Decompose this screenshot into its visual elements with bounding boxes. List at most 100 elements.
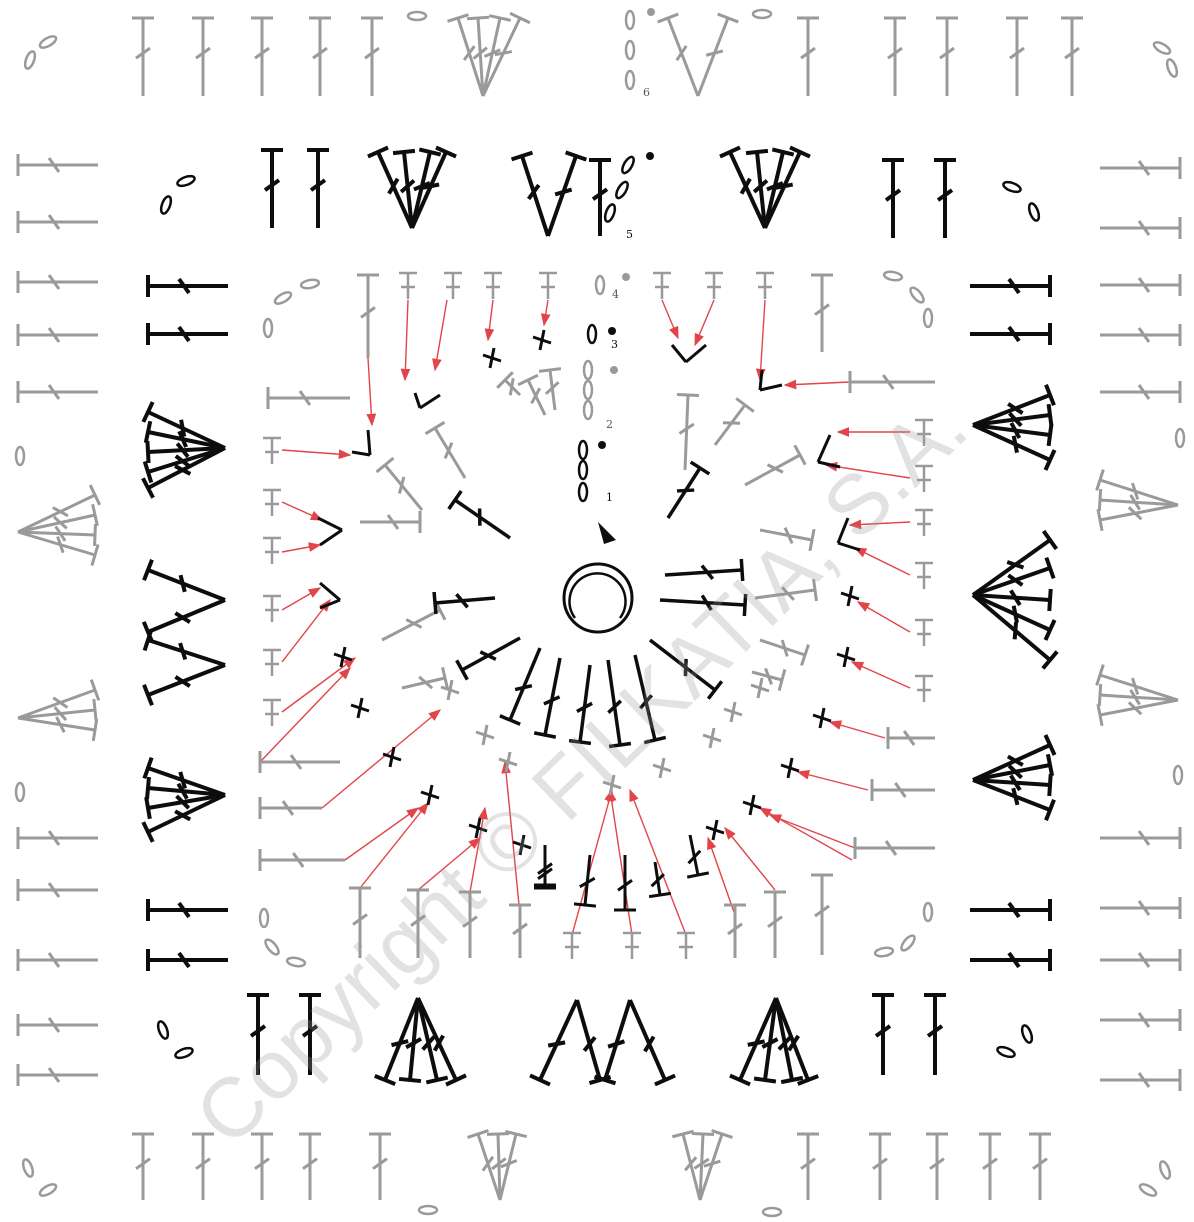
double-crochet-icon (18, 154, 98, 176)
double-crochet-icon (745, 445, 805, 485)
double-crochet-icon (1100, 324, 1180, 346)
double-crochet-icon (534, 658, 560, 737)
single-crochet-icon (841, 586, 859, 606)
stroke-line (750, 795, 754, 815)
double-crochet-icon (260, 849, 345, 871)
double-crochet-icon (497, 372, 520, 395)
join-arrow (282, 658, 355, 712)
stroke-line (577, 1000, 600, 1080)
chain-stitch-icon (16, 783, 24, 801)
double-crochet-icon (1100, 897, 1180, 919)
stroke-line (548, 156, 576, 236)
chain-stitch-icon (23, 50, 37, 70)
double-crochet-icon (361, 18, 383, 96)
v-join-icon (352, 430, 370, 455)
slip-stitch-icon (622, 273, 630, 281)
double-crochet-icon (132, 1134, 154, 1200)
stroke-line (660, 758, 664, 778)
stroke-line (795, 445, 806, 464)
join-arrow (630, 790, 686, 935)
chain-stitch-icon (584, 361, 592, 379)
stroke-line (490, 348, 494, 368)
double-crochet-icon (548, 152, 586, 236)
chain-stitch-icon (996, 1045, 1016, 1059)
stroke-line (630, 1000, 665, 1080)
double-crochet-icon (888, 727, 935, 749)
stroke-line (426, 422, 445, 433)
chain-stitch-icon (286, 956, 305, 967)
double-crochet-icon (715, 398, 754, 445)
double-crochet-icon (1100, 1009, 1180, 1031)
half-double-crochet-icon (915, 510, 933, 536)
round-label-4: 4 (612, 288, 619, 301)
double-crochet-icon (1100, 274, 1180, 296)
double-crochet-icon (18, 211, 98, 233)
half-double-crochet-icon (915, 620, 933, 646)
stroke-line (449, 491, 462, 509)
double-crochet-icon (924, 995, 946, 1075)
stroke-line (448, 680, 452, 700)
chain-stitch-icon (16, 447, 24, 465)
double-crochet-icon (672, 1131, 700, 1200)
half-double-crochet-icon (563, 933, 581, 959)
stroke-line (95, 524, 96, 546)
double-crochet-icon (1029, 1134, 1051, 1200)
double-crochet-icon (377, 458, 422, 510)
stroke-line (710, 728, 714, 748)
double-crochet-icon (426, 422, 465, 478)
single-crochet-icon (476, 725, 494, 745)
stroke-line (1099, 684, 1100, 706)
single-crochet-icon (724, 702, 742, 722)
stroke-line (973, 595, 1050, 660)
start-arrow-icon (598, 522, 616, 544)
double-crochet-icon (18, 381, 98, 403)
stroke-line (605, 1000, 630, 1080)
stroke-line (435, 428, 465, 478)
stroke-line (94, 699, 96, 721)
magic-ring-icon (564, 564, 632, 632)
stroke-line (677, 395, 699, 396)
double-crochet-icon (855, 837, 935, 859)
chain-stitch-icon (763, 1208, 781, 1216)
half-double-crochet-icon (263, 438, 281, 464)
join-arrow (282, 545, 320, 552)
stroke-line (1049, 424, 1052, 446)
double-crochet-icon (970, 949, 1050, 971)
half-double-crochet-icon (263, 538, 281, 564)
stroke-line (148, 640, 225, 665)
single-crochet-icon (483, 348, 501, 368)
stroke-line (745, 455, 800, 485)
half-double-crochet-icon (263, 650, 281, 676)
double-crochet-icon (539, 369, 561, 410)
chain-stitch-icon (626, 41, 634, 59)
half-double-crochet-icon (444, 273, 462, 299)
half-double-crochet-icon (484, 273, 502, 299)
single-crochet-icon (351, 698, 369, 718)
stroke-line (539, 369, 561, 372)
half-double-crochet-icon (623, 933, 641, 959)
stroke-line (385, 465, 422, 510)
join-arrow (725, 828, 775, 890)
stroke-line (844, 647, 848, 667)
stroke-line (760, 385, 782, 390)
stroke-line (715, 405, 745, 445)
stroke-line (1044, 531, 1057, 549)
chain-stitch-icon (874, 946, 893, 957)
stroke-line (498, 1134, 500, 1200)
double-crochet-icon (260, 751, 340, 773)
stroke-line (180, 643, 185, 659)
chain-stitch-icon (1027, 202, 1041, 222)
join-arrow (770, 815, 855, 848)
double-crochet-icon (18, 879, 98, 901)
stroke-line (515, 686, 532, 690)
double-crochet-icon (132, 18, 154, 96)
stroke-line (649, 893, 671, 896)
stroke-line (146, 421, 150, 443)
double-crochet-icon (970, 899, 1050, 921)
stroke-line (818, 435, 830, 462)
v-join-icon (672, 345, 706, 362)
stroke-line (393, 151, 415, 153)
double-crochet-icon (884, 18, 906, 96)
stroke-line (147, 441, 148, 463)
